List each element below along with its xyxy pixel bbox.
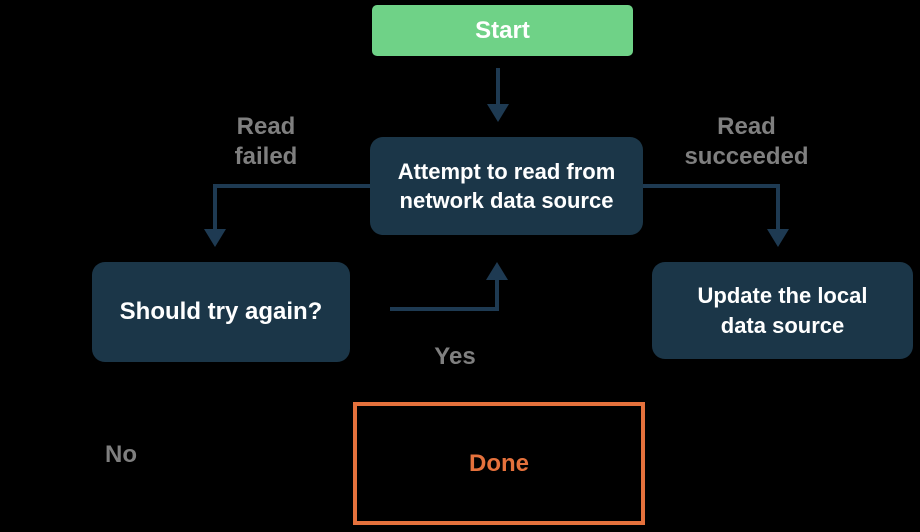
- edge-label-no: No: [105, 441, 137, 468]
- node-done: Done: [353, 402, 645, 525]
- node-start: Start: [372, 5, 633, 56]
- edge-label-yes: Yes: [434, 343, 476, 370]
- node-done-label: Done: [469, 449, 529, 477]
- node-attempt-read-label: Attempt to read from network data source: [397, 158, 616, 213]
- node-attempt-read: Attempt to read from network data source: [370, 137, 643, 235]
- edge-label-read-succeeded: Read succeeded: [684, 113, 809, 170]
- node-update-local-data-label: Update the local data source: [697, 283, 868, 338]
- arrow-yes-to-attempt: [390, 262, 508, 311]
- arrow-attempt-to-should-try: [204, 184, 370, 247]
- arrow-attempt-to-update: [643, 184, 789, 247]
- node-should-try-again-label: Should try again?: [119, 298, 323, 326]
- edge-label-read-failed: Read failed: [234, 113, 298, 170]
- node-update-local-data: Update the local data source: [652, 262, 913, 359]
- node-should-try-again: Should try again?: [92, 262, 350, 362]
- node-start-label: Start: [475, 16, 530, 44]
- arrow-start-to-attempt: [487, 68, 509, 122]
